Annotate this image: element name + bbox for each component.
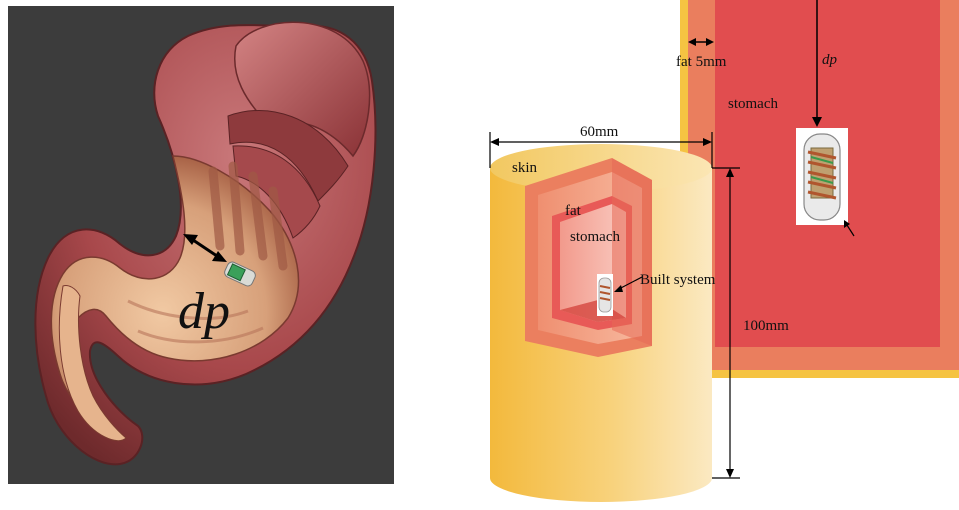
built-system-label: Built system xyxy=(640,272,716,288)
fat-thickness-label: fat 5mm xyxy=(676,54,727,70)
phantom-model-panel: fat 5mm dp stomach xyxy=(420,0,959,505)
stomach-cylinder-label: stomach xyxy=(570,229,620,245)
height-dimension-label: 100mm xyxy=(743,318,789,334)
stomach-cross-section-label: stomach xyxy=(728,96,778,112)
width-dimension-label: 60mm xyxy=(580,124,619,140)
dp-label: dp xyxy=(178,283,230,340)
cylinder-capsule xyxy=(599,278,611,312)
capsule-cross-section xyxy=(796,128,854,236)
cylinder-phantom xyxy=(490,144,712,502)
stomach-render-panel: dp xyxy=(8,6,394,484)
skin-label: skin xyxy=(512,160,538,176)
fat-label: fat xyxy=(565,203,582,219)
stomach-render: dp xyxy=(8,6,394,484)
dp-label-small: dp xyxy=(822,52,838,68)
phantom-diagram: fat 5mm dp stomach xyxy=(420,0,959,505)
